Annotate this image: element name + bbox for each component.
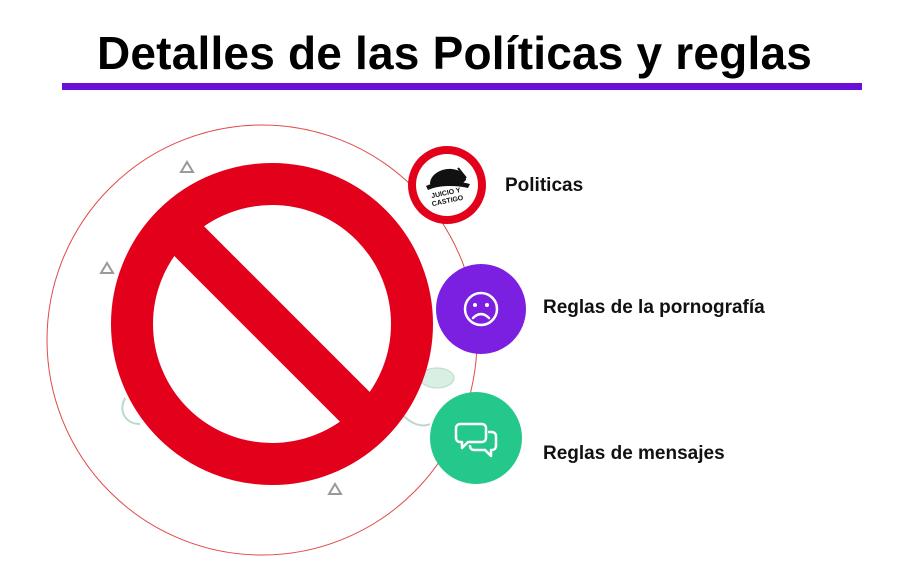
hat-icon — [426, 167, 470, 190]
prohibition-slash — [162, 214, 382, 434]
item-label-mensajes: Reglas de mensajes — [543, 443, 725, 464]
chat-bubbles-icon — [454, 422, 498, 458]
title-underline — [62, 83, 862, 90]
sad-face-icon — [463, 291, 499, 327]
juicio-castigo-badge-icon: JUICIO Y CASTIGO — [416, 154, 478, 216]
triangle-decoration — [327, 482, 343, 495]
triangle-decoration — [99, 261, 115, 274]
item-label-politicas: Politicas — [505, 175, 584, 196]
blob-decoration — [121, 397, 141, 425]
triangle-decoration — [179, 160, 195, 173]
politicas-badge: JUICIO Y CASTIGO — [408, 146, 486, 224]
pornografia-circle — [436, 264, 526, 354]
mensajes-circle — [430, 392, 522, 484]
page-title: Detalles de las Políticas y reglas — [96, 27, 813, 79]
prohibition-ring — [111, 163, 433, 485]
item-label-pornografia: Reglas de la pornografía — [543, 297, 765, 318]
